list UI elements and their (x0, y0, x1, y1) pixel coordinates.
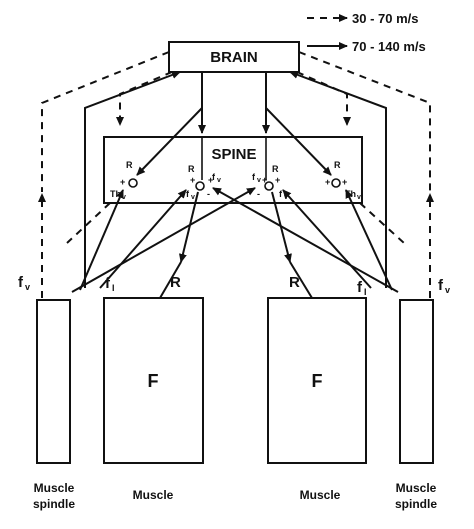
svg-text:Th: Th (345, 189, 356, 199)
node-right-outer (331, 178, 341, 188)
muscle-spindle-left-box (36, 299, 71, 464)
slow-pathways (38, 51, 434, 298)
svg-text:f: f (279, 189, 283, 199)
node-labels: R + Th v R + + f v f v - R f v + + - f v… (110, 160, 361, 201)
caption-spindle-right-1: Muscle (396, 481, 437, 495)
svg-text:-: - (207, 189, 210, 199)
label-r-right: R (289, 274, 300, 291)
svg-text:f: f (212, 172, 216, 182)
muscle-left-box (103, 297, 204, 464)
label-fi-left: f (105, 275, 111, 292)
svg-text:+: + (208, 175, 213, 185)
caption-muscle-right: Muscle (300, 488, 341, 502)
svg-text:v: v (445, 285, 450, 295)
node-left-center (195, 181, 205, 191)
muscle-spindle-right-box (399, 299, 434, 464)
label-fv-left: f (18, 274, 24, 291)
muscle-left-label: F (148, 371, 159, 391)
muscle-right-label: F (312, 371, 323, 391)
svg-text:v: v (257, 177, 261, 184)
svg-text:+: + (342, 177, 347, 187)
svg-text:v: v (217, 177, 221, 184)
svg-text:Th: Th (110, 189, 121, 199)
label-r-left: R (170, 274, 181, 291)
svg-text:+: + (120, 177, 125, 187)
caption-muscle-left: Muscle (133, 488, 174, 502)
legend: 30 - 70 m/s 70 - 140 m/s (307, 11, 426, 54)
brain-label: BRAIN (210, 49, 258, 66)
svg-text:v: v (357, 194, 361, 201)
svg-text:+: + (325, 177, 330, 187)
spine-box (103, 136, 363, 204)
svg-text:v: v (122, 194, 126, 201)
svg-text:I: I (364, 287, 367, 297)
muscle-right-box (267, 297, 367, 464)
svg-text:R: R (272, 164, 279, 174)
svg-text:v: v (191, 194, 195, 201)
svg-text:+: + (275, 175, 280, 185)
node-right-center (264, 181, 274, 191)
svg-text:f: f (186, 189, 190, 199)
svg-text:f: f (252, 172, 256, 182)
svg-text:R: R (126, 160, 133, 170)
label-fi-right: f (357, 279, 363, 296)
fast-pathways (71, 71, 399, 299)
spine-nodes (128, 178, 341, 191)
brain-box (168, 41, 300, 73)
legend-slow-label: 30 - 70 m/s (352, 11, 419, 26)
svg-text:v: v (25, 282, 30, 292)
caption-spindle-right-2: spindle (395, 497, 437, 511)
svg-text:v: v (284, 194, 288, 201)
captions: Muscle spindle Muscle Muscle Muscle spin… (33, 481, 437, 511)
pathway-labels: f v f I R R f I f v (18, 274, 450, 297)
legend-fast-label: 70 - 140 m/s (352, 39, 426, 54)
svg-text:-: - (257, 189, 260, 199)
caption-spindle-left-2: spindle (33, 497, 75, 511)
caption-spindle-left-1: Muscle (34, 481, 75, 495)
spine-label: SPINE (211, 146, 256, 163)
label-fv-right: f (438, 277, 444, 294)
svg-text:+: + (190, 175, 195, 185)
svg-text:I: I (112, 283, 115, 293)
node-left-outer (128, 178, 138, 188)
svg-text:R: R (188, 164, 195, 174)
svg-text:+: + (262, 175, 267, 185)
svg-text:R: R (334, 160, 341, 170)
